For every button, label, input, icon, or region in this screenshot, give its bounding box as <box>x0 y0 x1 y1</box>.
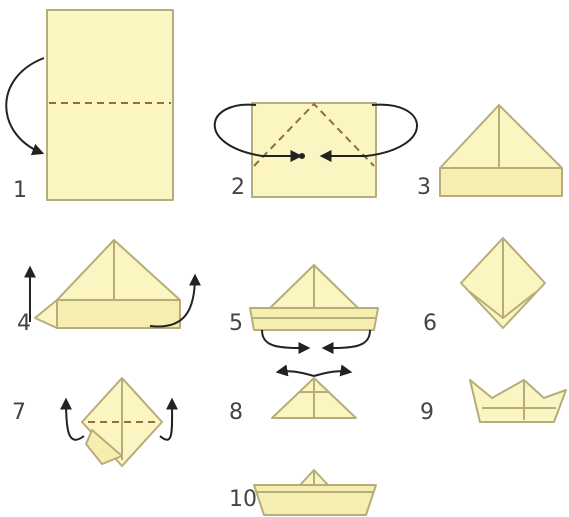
step-6-number: 6 <box>423 311 437 336</box>
step-1-number: 1 <box>13 178 27 203</box>
step-6-diagram: 6 <box>423 237 546 336</box>
step-8-left-arrow <box>275 364 315 377</box>
step-5-left-arrow <box>261 329 311 354</box>
step-8-right-arrow <box>313 364 353 377</box>
step-2-right-arrow <box>319 103 418 162</box>
step-5-diagram: 5 <box>229 264 379 354</box>
step-2-diagram: 2 <box>213 102 418 200</box>
step-7-left-arrow <box>60 397 85 441</box>
step-9-boat <box>469 379 567 423</box>
step-8-diagram: 8 <box>229 364 357 425</box>
step-10-diagram: 10 <box>229 469 377 516</box>
step-7-flap <box>85 429 123 465</box>
step-3-brim <box>439 167 563 197</box>
step-1-diagram: 1 <box>5 9 174 203</box>
step-1-fold-arrow <box>5 57 45 156</box>
step-7-number: 7 <box>12 400 26 425</box>
step-3-triangle <box>439 104 563 169</box>
step-4-brim <box>56 299 181 329</box>
step-9-number: 9 <box>420 400 434 425</box>
step-4-left-flap <box>34 299 58 329</box>
step-4-number: 4 <box>17 311 31 336</box>
step-2-number: 2 <box>231 175 245 200</box>
step-4-diagram: 4 <box>17 239 201 336</box>
step-3-diagram: 3 <box>417 104 563 200</box>
step-10-number: 10 <box>229 487 257 512</box>
step-10-hull <box>253 484 377 516</box>
step-5-right-arrow <box>321 329 371 354</box>
step-2-left-arrow <box>213 103 303 162</box>
step-5-number: 5 <box>229 311 243 336</box>
step-7-right-arrow <box>159 397 179 441</box>
step-4-triangle <box>56 239 181 301</box>
step-9-diagram: 9 <box>420 379 567 425</box>
step-2-center-dot <box>299 153 305 159</box>
step-8-number: 8 <box>229 400 243 425</box>
step-2-fold-lines <box>253 102 375 167</box>
step-6-crease-bottom <box>469 291 537 320</box>
step-3-number: 3 <box>417 175 431 200</box>
step-7-diagram: 7 <box>12 377 179 467</box>
step-1-paper <box>46 9 174 201</box>
step-4-right-arrow <box>149 273 201 328</box>
